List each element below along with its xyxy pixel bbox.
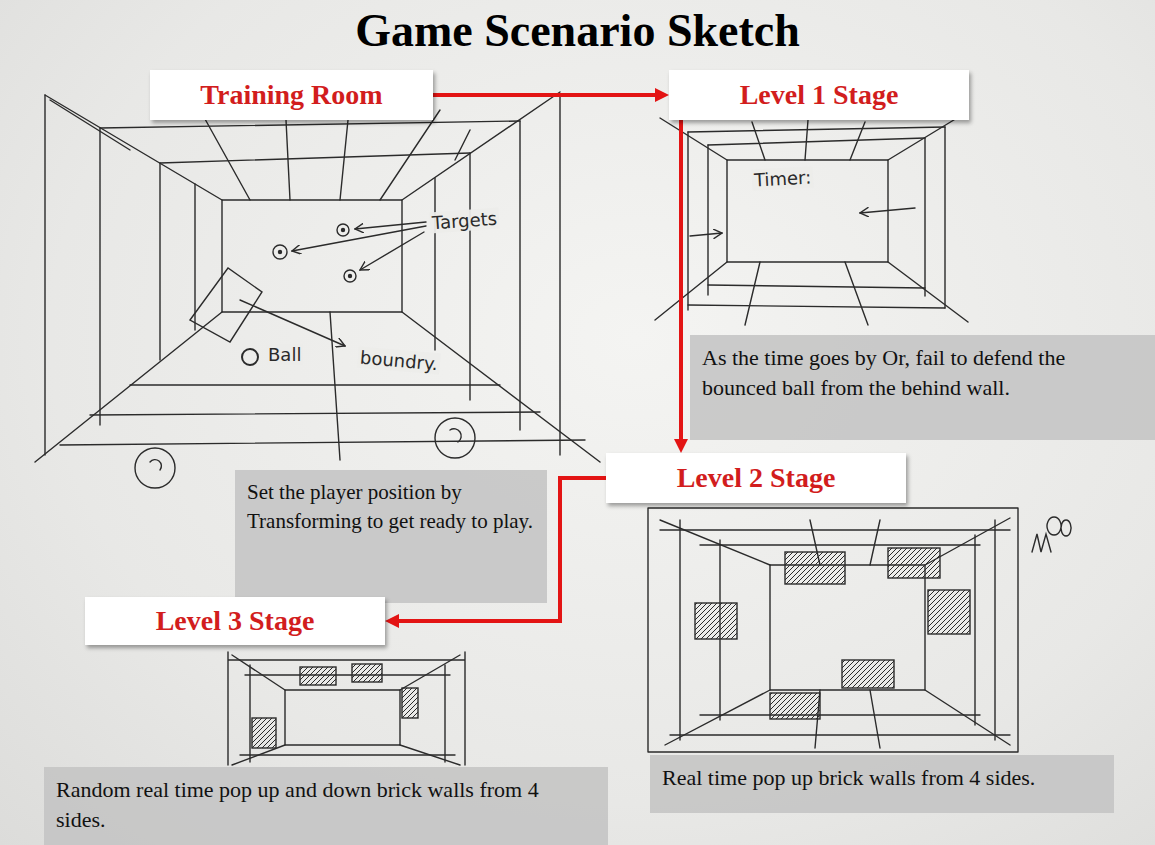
stage-label: Training Room [150, 70, 433, 120]
level1-sketch-part [688, 127, 945, 145]
stage-title: Level 3 Stage [156, 605, 315, 637]
level2-sketch-part [770, 693, 820, 719]
training-room-sketch-part [222, 200, 402, 312]
level1-sketch-part [690, 233, 722, 236]
note-text: Random real time pop up and down brick w… [56, 775, 548, 836]
level1-sketch [655, 115, 968, 325]
training-room-sketch-part [349, 275, 352, 278]
level2-sketch-part [648, 508, 1018, 752]
training-room-sketch-part [60, 385, 585, 445]
training-room-sketch-part [342, 229, 345, 232]
level2-sketch [648, 508, 1071, 752]
level2-sketch-part [695, 603, 737, 639]
stage-title: Training Room [200, 79, 382, 111]
note-box: Real time pop up brick walls from 4 side… [650, 755, 1114, 813]
training-room-sketch-part [435, 95, 560, 455]
note-text: As the time goes by Or, fail to defend t… [702, 343, 1145, 404]
training-room-sketch [35, 92, 600, 488]
level1-sketch-part [727, 160, 888, 262]
level1-sketch-part [655, 115, 968, 322]
training-room-sketch-part [135, 448, 175, 488]
note-box: Random real time pop up and down brick w… [44, 767, 608, 845]
level2-sketch-part [660, 530, 1010, 735]
level2-sketch-part [842, 660, 894, 688]
level3-sketch-part [285, 690, 400, 745]
stage-arrow [433, 93, 657, 97]
training-room-sketch-part [435, 418, 475, 458]
level3-sketch-part [228, 652, 465, 765]
level2-sketch-part [785, 552, 845, 584]
level1-sketch-part [860, 208, 915, 213]
handwritten-label: Targets [429, 208, 499, 234]
stage-label: Level 3 Stage [85, 597, 385, 645]
stage-label: Level 1 Stage [669, 70, 969, 120]
training-room-sketch-part [242, 349, 258, 365]
training-room-sketch-part [279, 251, 282, 254]
level1-sketch-part [745, 120, 868, 325]
level1-sketch-part [688, 285, 945, 308]
training-room-sketch-part [337, 224, 349, 236]
stage-arrow [679, 120, 683, 441]
level2-sketch-part [888, 548, 940, 578]
level3-sketch-part [300, 667, 336, 685]
level2-sketch-part [928, 590, 970, 634]
training-room-sketch-part [344, 270, 356, 282]
handwritten-label: Ball [266, 344, 303, 365]
level3-sketch-part [252, 718, 276, 748]
training-room-sketch-part [35, 92, 600, 462]
note-box: As the time goes by Or, fail to defend t… [690, 335, 1155, 440]
training-room-sketch-part [292, 226, 426, 251]
level3-sketch [228, 652, 465, 765]
stage-title: Level 1 Stage [740, 79, 899, 111]
level3-sketch-part [352, 664, 382, 682]
note-box: Set the player position by Transforming … [235, 470, 547, 603]
note-text: Real time pop up brick walls from 4 side… [662, 763, 1102, 793]
level2-sketch-part [1032, 517, 1071, 552]
stage-label: Level 2 Stage [606, 453, 906, 503]
note-text: Set the player position by Transforming … [247, 478, 535, 536]
level2-sketch-part [680, 520, 995, 740]
level2-sketch-part [660, 518, 1010, 745]
level1-sketch-part [688, 127, 945, 310]
training-room-sketch-part [273, 245, 287, 259]
handwritten-label: boundry. [357, 346, 440, 374]
level3-sketch-part [402, 688, 418, 718]
training-room-sketch-part [360, 232, 424, 270]
training-room-sketch-part [150, 460, 161, 470]
training-room-sketch-part [330, 312, 340, 460]
handwritten-label: Timer: [751, 166, 813, 190]
level3-sketch-part [250, 665, 445, 762]
training-room-sketch-part [45, 95, 195, 455]
level3-sketch-part [232, 655, 460, 765]
training-room-sketch-part [450, 429, 461, 442]
training-room-sketch-part [240, 300, 345, 346]
page-title: Game Scenario Sketch [0, 4, 1155, 57]
stage-title: Level 2 Stage [677, 462, 836, 494]
